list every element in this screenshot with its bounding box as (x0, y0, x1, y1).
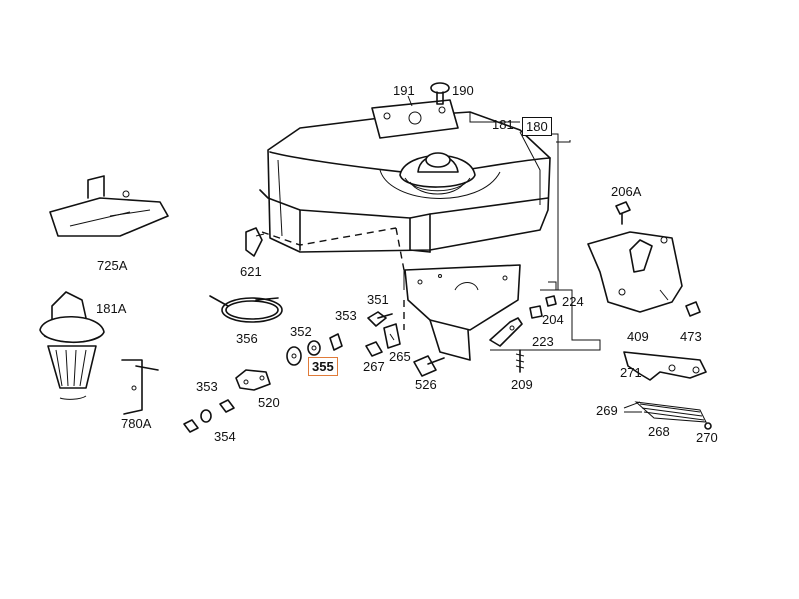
nut-473 (685, 301, 701, 317)
fitting-621 (245, 227, 265, 257)
label-206a: 206A (611, 184, 642, 199)
label-621: 621 (240, 264, 262, 279)
link-520 (235, 369, 271, 391)
label-725a: 725A (97, 258, 128, 273)
label-473: 473 (680, 329, 702, 344)
label-267: 267 (363, 359, 385, 374)
label-271: 271 (620, 365, 642, 380)
nut-204 (529, 305, 543, 319)
clip-353 (329, 333, 343, 351)
lever-223 (489, 317, 523, 347)
fuel-cap (379, 152, 501, 199)
bracket-725a (49, 175, 169, 237)
label-526: 526 (415, 377, 437, 392)
label-351: 351 (367, 292, 389, 307)
washer-355 (307, 340, 321, 356)
callout-line-223 (490, 289, 601, 351)
tank-bracket (403, 264, 521, 361)
label-269: 269 (596, 403, 618, 418)
bolt-267 (365, 341, 383, 357)
cap-assembly-181a (39, 291, 105, 400)
label-191: 191 (393, 83, 415, 98)
bracket-409 (587, 231, 683, 313)
lever-271 (623, 351, 707, 381)
nut-353-lower (219, 399, 235, 413)
screw-224 (545, 295, 557, 307)
label-180: 180 (522, 117, 552, 136)
label-355-highlighted[interactable]: 355 (308, 357, 338, 376)
label-181: 181 (492, 117, 514, 132)
bolt-206a (615, 201, 631, 225)
label-780a: 780A (121, 416, 152, 431)
label-190: 190 (452, 83, 474, 98)
label-224: 224 (562, 294, 584, 309)
spring-268 (634, 401, 707, 423)
label-353-bottom: 353 (196, 379, 218, 394)
label-520: 520 (258, 395, 280, 410)
fuel-line-356 (209, 295, 283, 323)
label-409: 409 (627, 329, 649, 344)
washer-353-lower (200, 409, 212, 423)
washer-352 (286, 346, 302, 366)
nut-354 (183, 419, 199, 433)
gasket-191 (371, 95, 459, 139)
clip-265 (383, 323, 401, 349)
label-204: 204 (542, 312, 564, 327)
bolt-526 (413, 355, 445, 377)
bracket-780a (121, 359, 159, 415)
label-353-top: 353 (335, 308, 357, 323)
label-181a: 181A (96, 301, 127, 316)
label-223: 223 (532, 334, 554, 349)
spring-209 (515, 349, 525, 373)
label-268: 268 (648, 424, 670, 439)
leader-269a (623, 401, 641, 409)
fuel-line-621 (261, 227, 405, 330)
bolt-351 (367, 311, 393, 327)
label-270: 270 (696, 430, 718, 445)
label-356: 356 (236, 331, 258, 346)
label-209: 209 (511, 377, 533, 392)
label-265: 265 (389, 349, 411, 364)
label-354: 354 (214, 429, 236, 444)
pin-270 (704, 422, 712, 430)
screw-190 (430, 82, 450, 105)
label-352: 352 (290, 324, 312, 339)
